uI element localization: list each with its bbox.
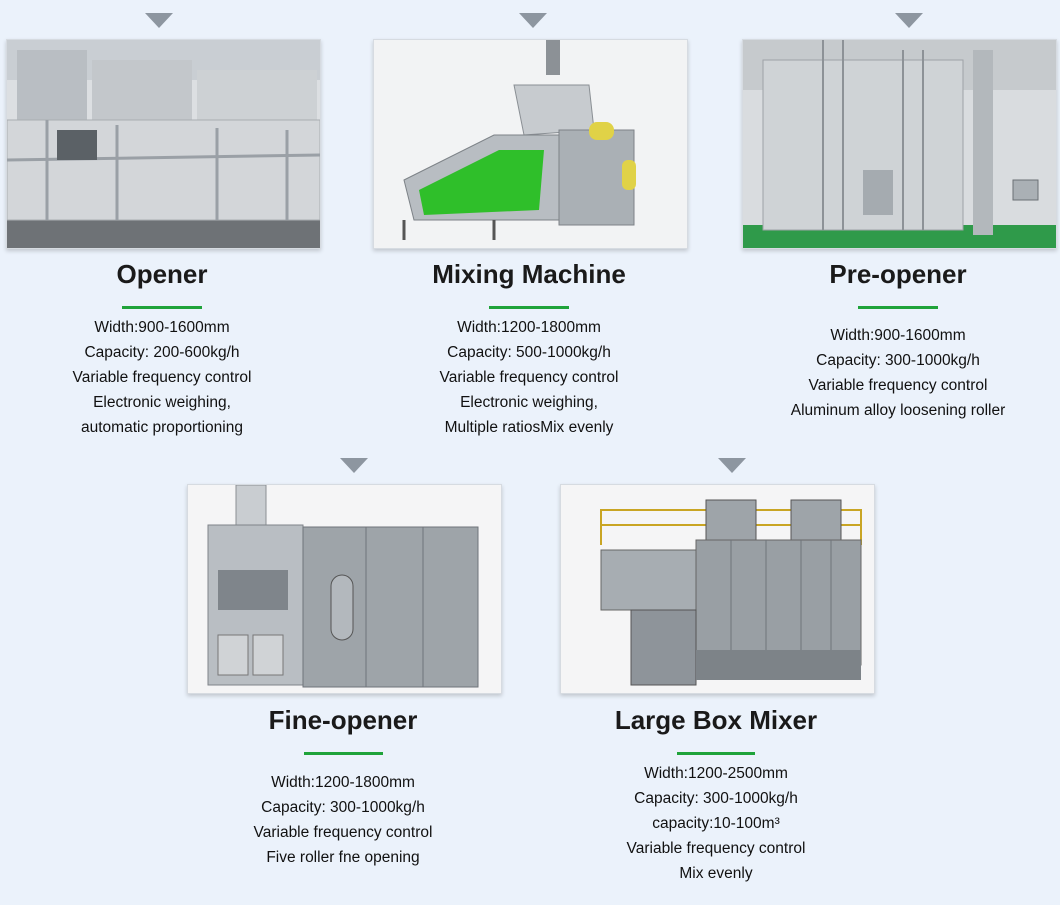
spec-line: Electronic weighing, (460, 394, 598, 411)
spec-line: Variable frequency control (808, 377, 988, 394)
title-underline (677, 752, 755, 755)
spec-line: Capacity: 200-600kg/h (84, 344, 240, 361)
fine-opener-render (187, 484, 502, 694)
title-underline (304, 752, 383, 755)
mixing-machine-render (373, 39, 688, 249)
spec-line: Capacity: 300-1000kg/h (261, 799, 425, 816)
spec-line: Variable frequency control (72, 369, 252, 386)
opener-photo (6, 39, 321, 249)
triangle-down-icon (145, 13, 173, 28)
spec-line: capacity:10-100m³ (652, 815, 780, 832)
machine-specs: Width:1200-1800mm Capacity: 300-1000kg/h… (193, 770, 493, 870)
triangle-down-icon (519, 13, 547, 28)
spec-line: automatic proportioning (81, 419, 243, 436)
spec-line: Multiple ratiosMix evenly (444, 419, 614, 436)
machine-title: Large Box Mixer (614, 705, 818, 735)
spec-line: Variable frequency control (439, 369, 619, 386)
machine-specs: Width:1200-2500mm Capacity: 300-1000kg/h… (566, 761, 866, 886)
title-underline (858, 306, 938, 309)
large-box-mixer-render (560, 484, 875, 694)
machine-title: Mixing Machine (432, 259, 626, 289)
pre-opener-photo (742, 39, 1057, 249)
spec-line: Five roller fne opening (266, 849, 420, 866)
spec-line: Capacity: 300-1000kg/h (634, 790, 798, 807)
title-underline (489, 306, 569, 309)
title-underline (122, 306, 202, 309)
machine-specs: Width:900-1600mm Capacity: 300-1000kg/h … (748, 323, 1048, 423)
machine-specs: Width:900-1600mm Capacity: 200-600kg/h V… (12, 315, 312, 440)
spec-line: Mix evenly (679, 865, 753, 882)
spec-line: Capacity: 300-1000kg/h (816, 352, 980, 369)
spec-line: Aluminum alloy loosening roller (790, 402, 1006, 419)
spec-line: Variable frequency control (253, 824, 433, 841)
spec-line: Capacity: 500-1000kg/h (447, 344, 611, 361)
spec-line: Width:1200-1800mm (271, 774, 415, 791)
spec-line: Width:900-1600mm (94, 319, 230, 336)
spec-line: Width:1200-1800mm (457, 319, 601, 336)
triangle-down-icon (340, 458, 368, 473)
machine-title: Fine-opener (268, 705, 418, 735)
spec-line: Electronic weighing, (93, 394, 231, 411)
spec-line: Width:900-1600mm (830, 327, 966, 344)
machine-title: Pre-opener (829, 259, 967, 289)
spec-line: Variable frequency control (626, 840, 806, 857)
triangle-down-icon (718, 458, 746, 473)
machine-title: Opener (116, 259, 208, 289)
machine-specs: Width:1200-1800mm Capacity: 500-1000kg/h… (379, 315, 679, 440)
spec-line: Width:1200-2500mm (644, 765, 788, 782)
triangle-down-icon (895, 13, 923, 28)
